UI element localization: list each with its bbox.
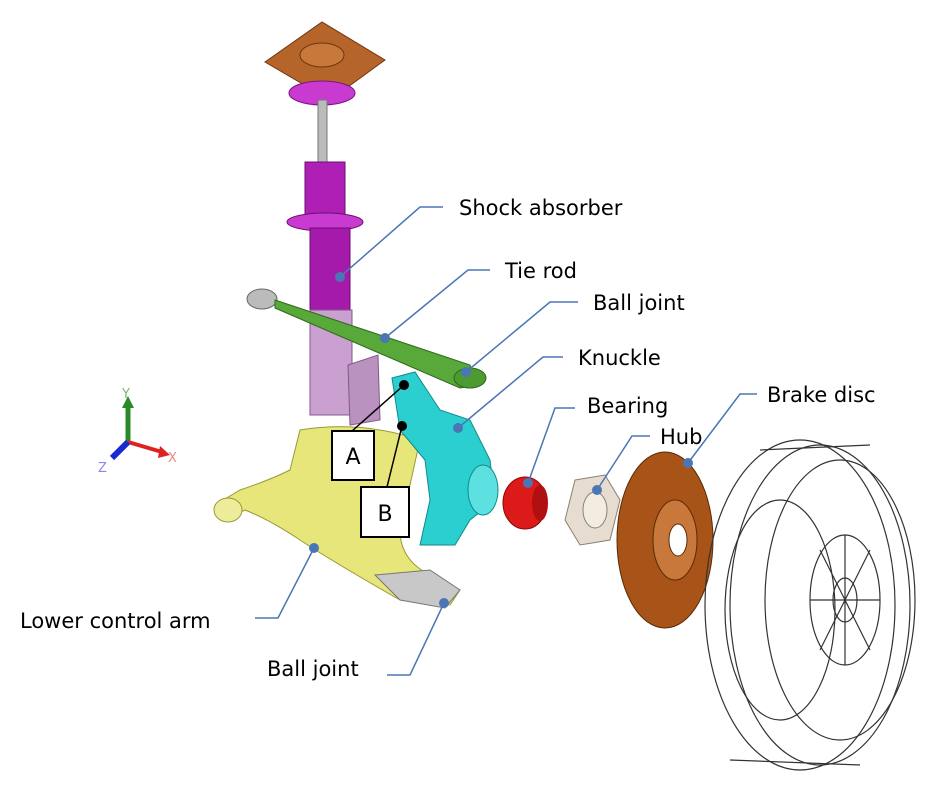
- label-bearing: Bearing: [587, 394, 668, 418]
- callout-lower-control-arm: Lower control arm: [20, 543, 319, 633]
- callout-brake-disc: Brake disc: [683, 383, 876, 468]
- hub-part: [564, 474, 621, 546]
- label-knuckle: Knuckle: [578, 346, 661, 370]
- wheel-part: [704, 439, 916, 771]
- lower-control-arm-part: [213, 426, 461, 609]
- point-b-label: B: [377, 502, 392, 527]
- knuckle-part: [391, 371, 499, 546]
- point-a-callout: A: [331, 380, 409, 481]
- bearing-part: [502, 476, 548, 530]
- label-ball-joint-lower: Ball joint: [267, 657, 359, 681]
- label-shock-absorber: Shock absorber: [459, 196, 623, 220]
- brake-disc-part: [616, 451, 714, 629]
- callout-knuckle: Knuckle: [453, 346, 661, 433]
- label-lower-control-arm: Lower control arm: [20, 609, 211, 633]
- axis-z-label: Z: [98, 461, 107, 476]
- axis-y-label: Y: [121, 387, 130, 402]
- callout-shock-absorber: Shock absorber: [335, 196, 623, 282]
- callout-tie-rod: Tie rod: [380, 259, 577, 343]
- tie-rod-part: [246, 288, 487, 389]
- label-brake-disc: Brake disc: [767, 383, 876, 407]
- shock-absorber-part: [286, 99, 381, 426]
- callout-ball-joint-lower: Ball joint: [267, 598, 449, 681]
- point-b-callout: B: [360, 421, 410, 538]
- callout-hub: Hub: [592, 425, 702, 495]
- axis-triad: Y X Z: [98, 387, 177, 476]
- label-ball-joint-upper: Ball joint: [593, 291, 685, 315]
- label-tie-rod: Tie rod: [504, 259, 577, 283]
- top-mount: [264, 21, 386, 106]
- callout-ball-joint-upper: Ball joint: [461, 291, 685, 377]
- point-a-label: A: [345, 445, 360, 470]
- axis-x-label: X: [168, 451, 177, 466]
- label-hub: Hub: [660, 425, 702, 449]
- callout-bearing: Bearing: [523, 394, 668, 488]
